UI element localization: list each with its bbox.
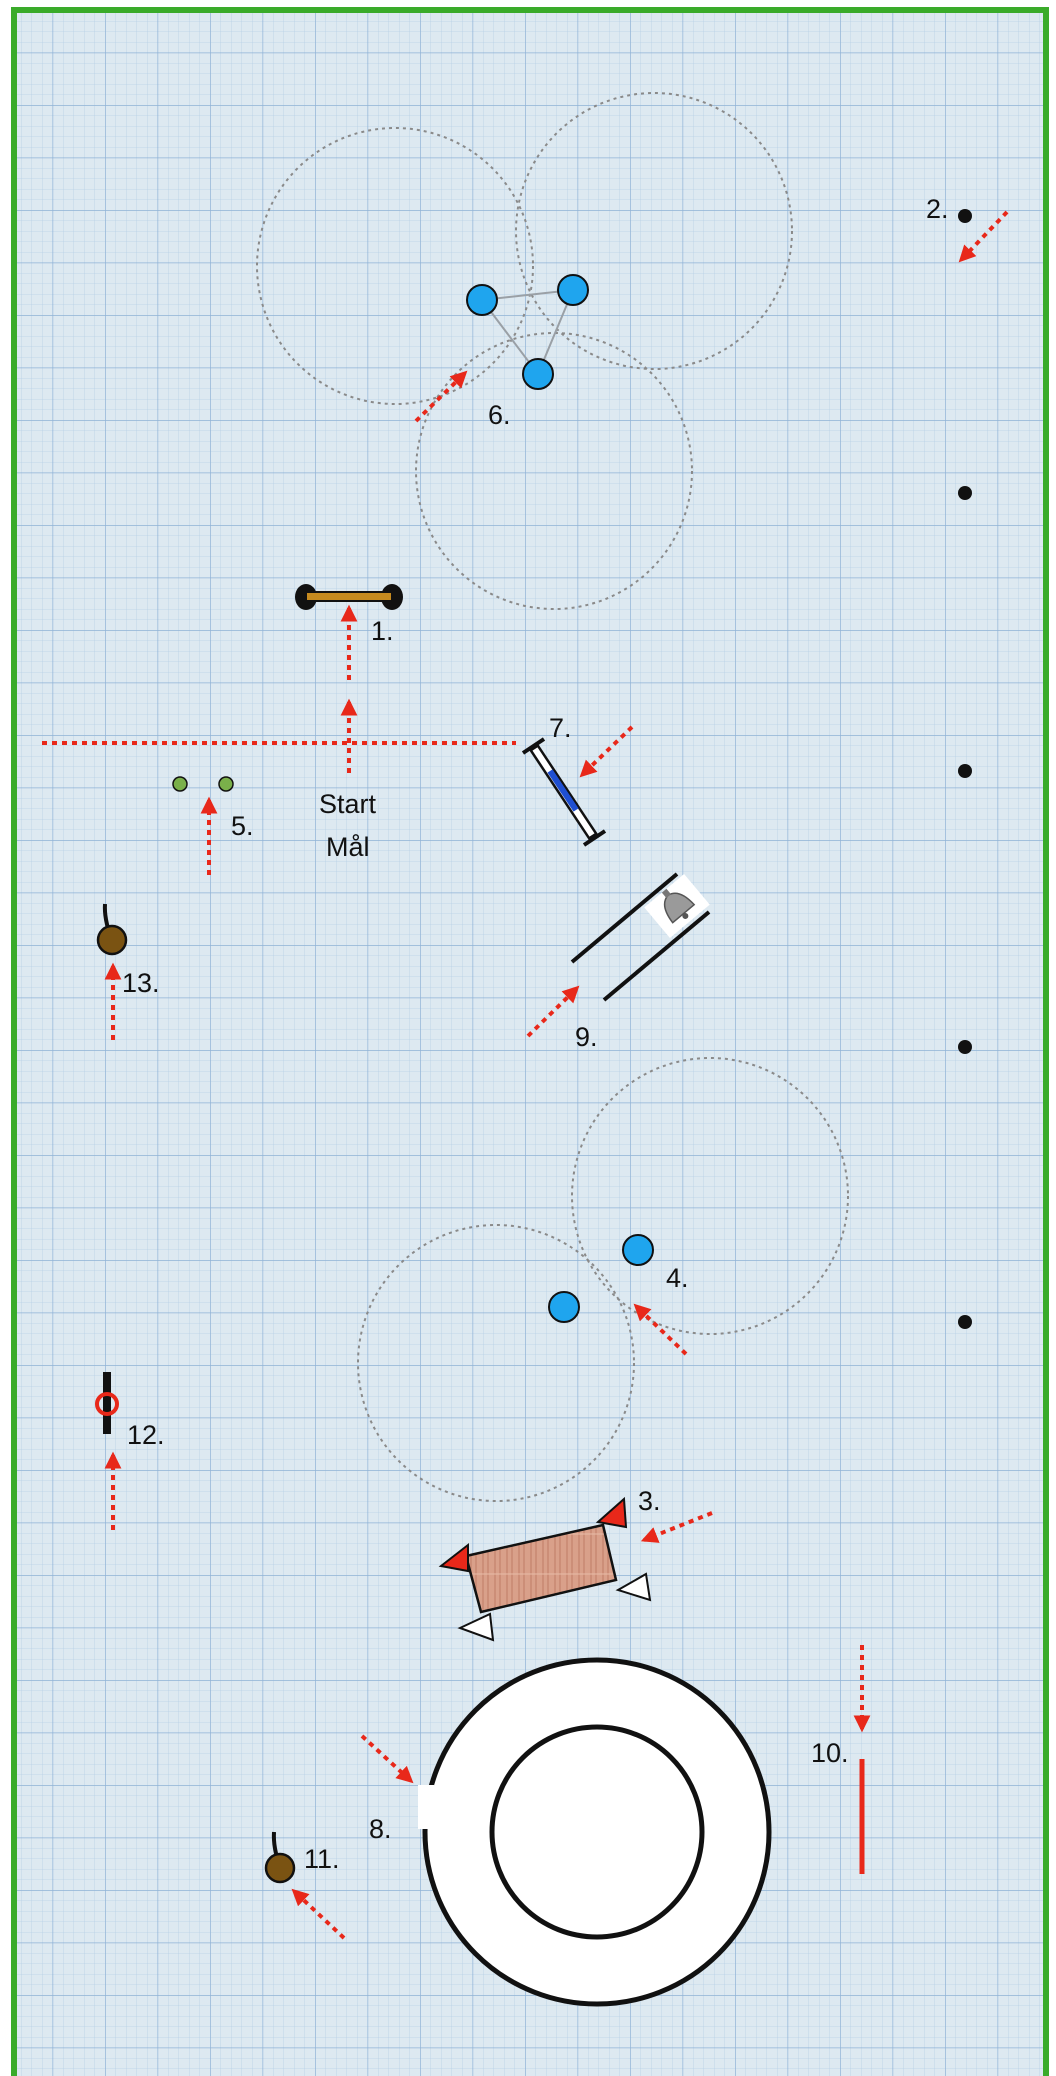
ball-icon bbox=[266, 1854, 294, 1882]
station-label: 11. bbox=[304, 1844, 340, 1874]
inner-ring bbox=[492, 1727, 702, 1937]
cone-icon bbox=[623, 1235, 653, 1265]
start-label: Start bbox=[319, 789, 377, 819]
small-cone-icon bbox=[173, 777, 187, 791]
station-label: 9. bbox=[575, 1022, 598, 1052]
finish-label: Mål bbox=[326, 832, 370, 862]
ball-icon bbox=[98, 926, 126, 954]
station-label: 5. bbox=[231, 811, 254, 841]
post-icon bbox=[958, 486, 972, 500]
cone-icon bbox=[523, 359, 553, 389]
cone-icon bbox=[558, 275, 588, 305]
post-icon bbox=[958, 764, 972, 778]
cone-icon bbox=[467, 285, 497, 315]
station-label: 7. bbox=[549, 713, 572, 743]
small-cone-icon bbox=[219, 777, 233, 791]
cone-icon bbox=[549, 1292, 579, 1322]
station-label: 6. bbox=[488, 400, 511, 430]
station-label: 10. bbox=[811, 1738, 849, 1768]
station-label: 1. bbox=[371, 616, 394, 646]
station-label: 4. bbox=[666, 1263, 689, 1293]
post-icon bbox=[958, 1315, 972, 1329]
station-label: 2. bbox=[926, 194, 949, 224]
station-label: 12. bbox=[127, 1420, 165, 1450]
post-icon bbox=[958, 1040, 972, 1054]
station-label: 13. bbox=[122, 968, 160, 998]
post-icon bbox=[958, 209, 972, 223]
station-label: 8. bbox=[369, 1814, 392, 1844]
station-label: 3. bbox=[638, 1486, 661, 1516]
